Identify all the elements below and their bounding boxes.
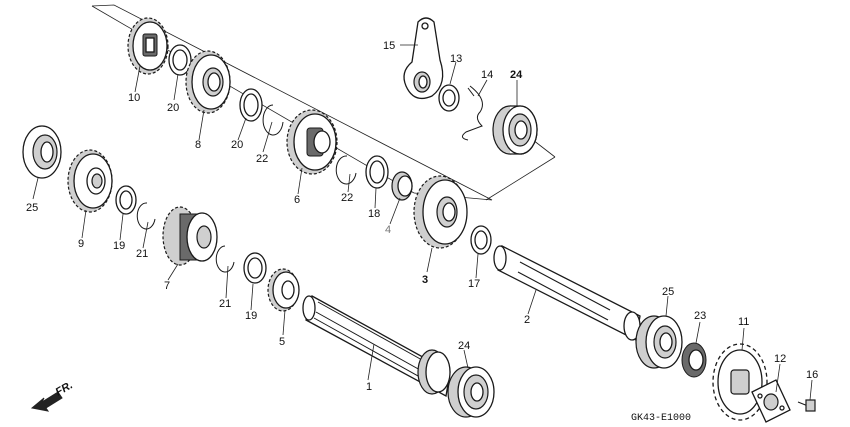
- label-part-23: 23: [694, 310, 706, 322]
- gear-9: [67, 149, 113, 213]
- label-part-7: 7: [164, 280, 170, 292]
- washer-18: [365, 155, 389, 189]
- label-part-5: 5: [279, 336, 285, 348]
- bearing-24-bottom: [447, 366, 495, 418]
- washer-20b: [239, 88, 263, 122]
- label-part-18: 18: [368, 208, 380, 220]
- label-part-8: 8: [195, 139, 201, 151]
- gear-8: [185, 50, 231, 114]
- subassembly-line-2: [485, 156, 556, 201]
- arm-15: [403, 17, 444, 100]
- seal-23: [681, 342, 707, 378]
- circlip-22b: [335, 155, 357, 185]
- label-part-25a: 25: [26, 202, 38, 214]
- label-part-4: 4: [385, 224, 391, 236]
- washer-19b: [243, 252, 267, 284]
- label-part-21b: 21: [219, 298, 231, 310]
- label-part-9: 9: [78, 238, 84, 250]
- label-part-3: 3: [422, 274, 428, 286]
- front-direction-arrow: FR.: [30, 379, 75, 412]
- label-part-16: 16: [806, 369, 818, 381]
- gear-6: [286, 109, 338, 175]
- label-part-24b: 24: [458, 340, 470, 352]
- label-part-20b: 20: [231, 139, 243, 151]
- label-part-19b: 19: [245, 310, 257, 322]
- label-part-2: 2: [524, 314, 530, 326]
- label-part-22a: 22: [256, 153, 268, 165]
- subassembly-line-3: [532, 139, 556, 158]
- sprocket-11: [712, 343, 768, 421]
- gear-3: [413, 175, 468, 249]
- mainshaft-1: [302, 295, 451, 398]
- gear-10: [127, 17, 169, 75]
- gear-7: [162, 206, 218, 266]
- leader-lines: [32, 44, 813, 401]
- washer-19a: [115, 185, 137, 215]
- label-part-21a: 21: [136, 248, 148, 260]
- label-part-25b: 25: [662, 286, 674, 298]
- bearing-25-left: [22, 125, 62, 179]
- countershaft-2: [493, 245, 641, 341]
- label-part-1: 1: [366, 381, 372, 393]
- label-part-6: 6: [294, 194, 300, 206]
- label-part-19a: 19: [113, 240, 125, 252]
- label-part-24a: 24: [510, 69, 523, 81]
- bolt-16: [797, 399, 816, 412]
- label-part-11: 11: [738, 316, 749, 328]
- circlip-22a: [262, 104, 284, 136]
- front-direction-label: FR.: [54, 379, 75, 398]
- label-part-13: 13: [450, 53, 462, 65]
- circlip-21a: [136, 202, 156, 230]
- washer-13: [438, 84, 460, 112]
- label-part-15: 15: [383, 40, 395, 52]
- gear-5: [267, 268, 300, 312]
- label-part-14: 14: [481, 69, 493, 81]
- washer-20a: [168, 44, 192, 76]
- spring-14: [462, 85, 483, 141]
- label-part-17: 17: [468, 278, 480, 290]
- label-part-20a: 20: [167, 102, 179, 114]
- label-part-10: 10: [128, 92, 140, 104]
- label-part-22b: 22: [341, 192, 353, 204]
- washer-17: [470, 225, 492, 255]
- bushing-4: [391, 171, 413, 201]
- bearing-25-right: [635, 315, 683, 369]
- plate-12: [751, 379, 791, 423]
- diagram-code: GK43-E1000: [631, 413, 691, 424]
- circlip-21b: [215, 245, 235, 273]
- bearing-24-top: [492, 105, 538, 155]
- label-part-12: 12: [774, 353, 786, 365]
